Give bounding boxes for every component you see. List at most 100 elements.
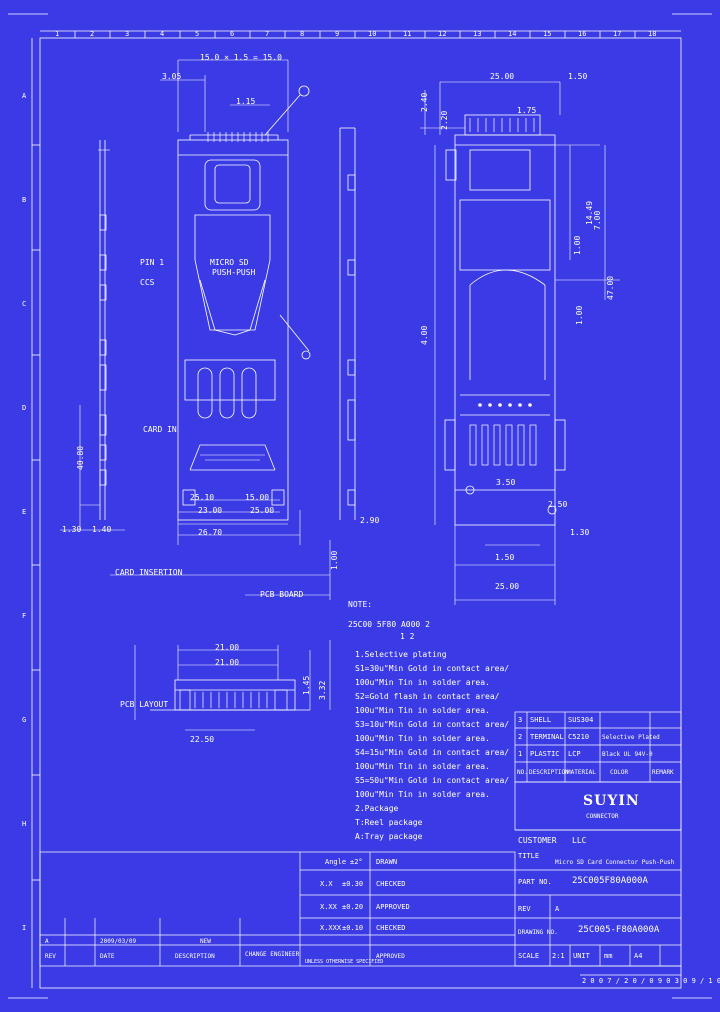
bom-table [514,711,682,783]
ruler-left-b: B [22,196,27,204]
note-line: S2=Gold flash in contact area/ [355,692,500,701]
label-card-insert: CARD INSERTION [115,568,183,577]
label-pin1: PIN 1 [140,258,165,267]
note-line: A:Tray package [355,832,423,841]
tol-drawn-label: DRAWN [376,858,398,866]
side-view-lower [150,679,310,711]
bom-row-2-no: 2 [518,733,523,741]
drawing-no-label: DRAWING NO. [518,929,558,936]
ruler-left-i: I [22,924,27,932]
dim-side-b: 1.75 [517,106,537,115]
dim-bot-1: 3.50 [496,478,516,487]
ruler-top-9: 9 [335,30,340,38]
bom-row-1-desc: PLASTIC [530,750,560,758]
ruler-top-11: 11 [403,30,412,38]
bom-row-3-no: 3 [518,716,523,724]
dim-main-5: 26.70 [198,528,223,537]
dim-right-3: 7.00 [593,210,602,230]
ruler-top-6: 6 [230,30,235,38]
rev-header-date: DATE [100,953,115,960]
bom-row-3-mat: SUS304 [568,716,594,724]
ruler-left-h: H [22,820,27,828]
dim-top-pitch: 15.0 × 1.5 = 15.0 [200,53,282,62]
note-sub: 1 2 [400,632,415,641]
dim-low-2: 21.00 [215,658,240,667]
part-no-value: 25C005F80A000A [572,876,648,886]
tol-checked2-label: CHECKED [376,924,406,932]
note-line: S5=50u"Min Gold in contact area/ [355,776,510,785]
dim-low-4: 1.45 [302,675,311,695]
dim-low-5: 3.32 [318,680,327,700]
ruler-top-17: 17 [613,30,622,38]
ruler-top-5: 5 [195,30,200,38]
ruler-left-g: G [22,716,27,724]
rev-row-rev: A [45,938,49,945]
notes-list: 1.Selective plating S1=30u"Min Gold in c… [355,648,509,844]
label-pcb-board: PCB BOARD [260,590,304,599]
ruler-top-13: 13 [473,30,482,38]
tol-approved-label: APPROVED [376,903,410,911]
dim-side-x: 1.30 [62,525,82,534]
rev-label: REV [518,905,531,913]
rev-value: A [555,905,560,913]
label-card-in: CARD IN [143,425,177,434]
ruler-left-f: F [22,612,27,620]
bom-row-2-color: Selective Plated [602,734,660,741]
bom-header-desc: DESCRIPTION [529,769,569,776]
note-line: 100u"Min Tin in solder area. [355,790,490,799]
tol-x3-label: X.XXX [320,924,342,932]
dim-top-b: 1.15 [236,97,256,106]
tol-x1-value: ±0.30 [342,880,364,888]
left-side-profile [99,140,107,520]
title-label: TITLE [518,852,540,860]
ruler-top-2: 2 [90,30,95,38]
bottom-view-dims [420,81,620,605]
customer-label: CUSTOMER [518,836,557,845]
ruler-left-c: C [22,300,27,308]
part-no-label: PART NO. [518,878,552,886]
tol-x2-value: ±0.20 [342,903,364,911]
ruler-top-8: 8 [300,30,305,38]
side-view-lower-dims [134,640,331,731]
ruler-top-18: 18 [648,30,657,38]
label-ccs: CCS [140,278,155,287]
bom-row-2-mat: C5210 [568,733,590,741]
dim-top-a: 3.05 [162,72,182,81]
sheet-value: A4 [634,952,643,960]
dim-bot-4: 1.30 [570,528,590,537]
top-view-dims [60,59,331,600]
title-block [514,781,682,967]
dim-main-2: 15.00 [245,493,270,502]
tol-angle-label: Angle [325,858,347,866]
brand-logo: SUYIN [583,793,640,809]
scale-label: SCALE [518,952,540,960]
rev-header-rev: REV [45,953,56,960]
bom-row-3-desc: SHELL [530,716,552,724]
brand-sub: CONNECTOR [586,813,619,820]
bom-row-1-no: 1 [518,750,523,758]
dim-left-v: 40.80 [76,445,85,470]
dim-side-r1: 1.50 [568,72,588,81]
dim-right-5: 47.00 [606,275,615,300]
bom-row-2-desc: TERMINAL [530,733,564,741]
rev-header-engineer: CHANGE ENGINEER [245,951,300,958]
left-ruler-ticks [31,38,40,988]
note-line: T:Reel package [355,818,423,827]
note-line: 2.Package [355,804,399,813]
ruler-top-12: 12 [438,30,447,38]
dim-side-r2: 2.40 [420,92,429,112]
dim-side-w: 2.90 [360,516,380,525]
tol-angle-value: ±2° [350,858,363,866]
title-value: Micro SD Card Connector Push-Push [555,859,675,866]
tol-title: UNLESS OTHERWISE SPECIFIED [305,959,384,965]
drawing-no-value: 25C005-F80A000A [578,925,660,935]
right-side-profile [339,127,356,520]
dim-bot-5: 1.50 [495,553,515,562]
dim-main-1: 25.10 [190,493,215,502]
ruler-top-7: 7 [265,30,270,38]
bom-header-mat: MATERIAL [567,769,596,776]
scale-value: 2:1 [552,952,565,960]
rev-row-desc: NEW [200,938,211,945]
